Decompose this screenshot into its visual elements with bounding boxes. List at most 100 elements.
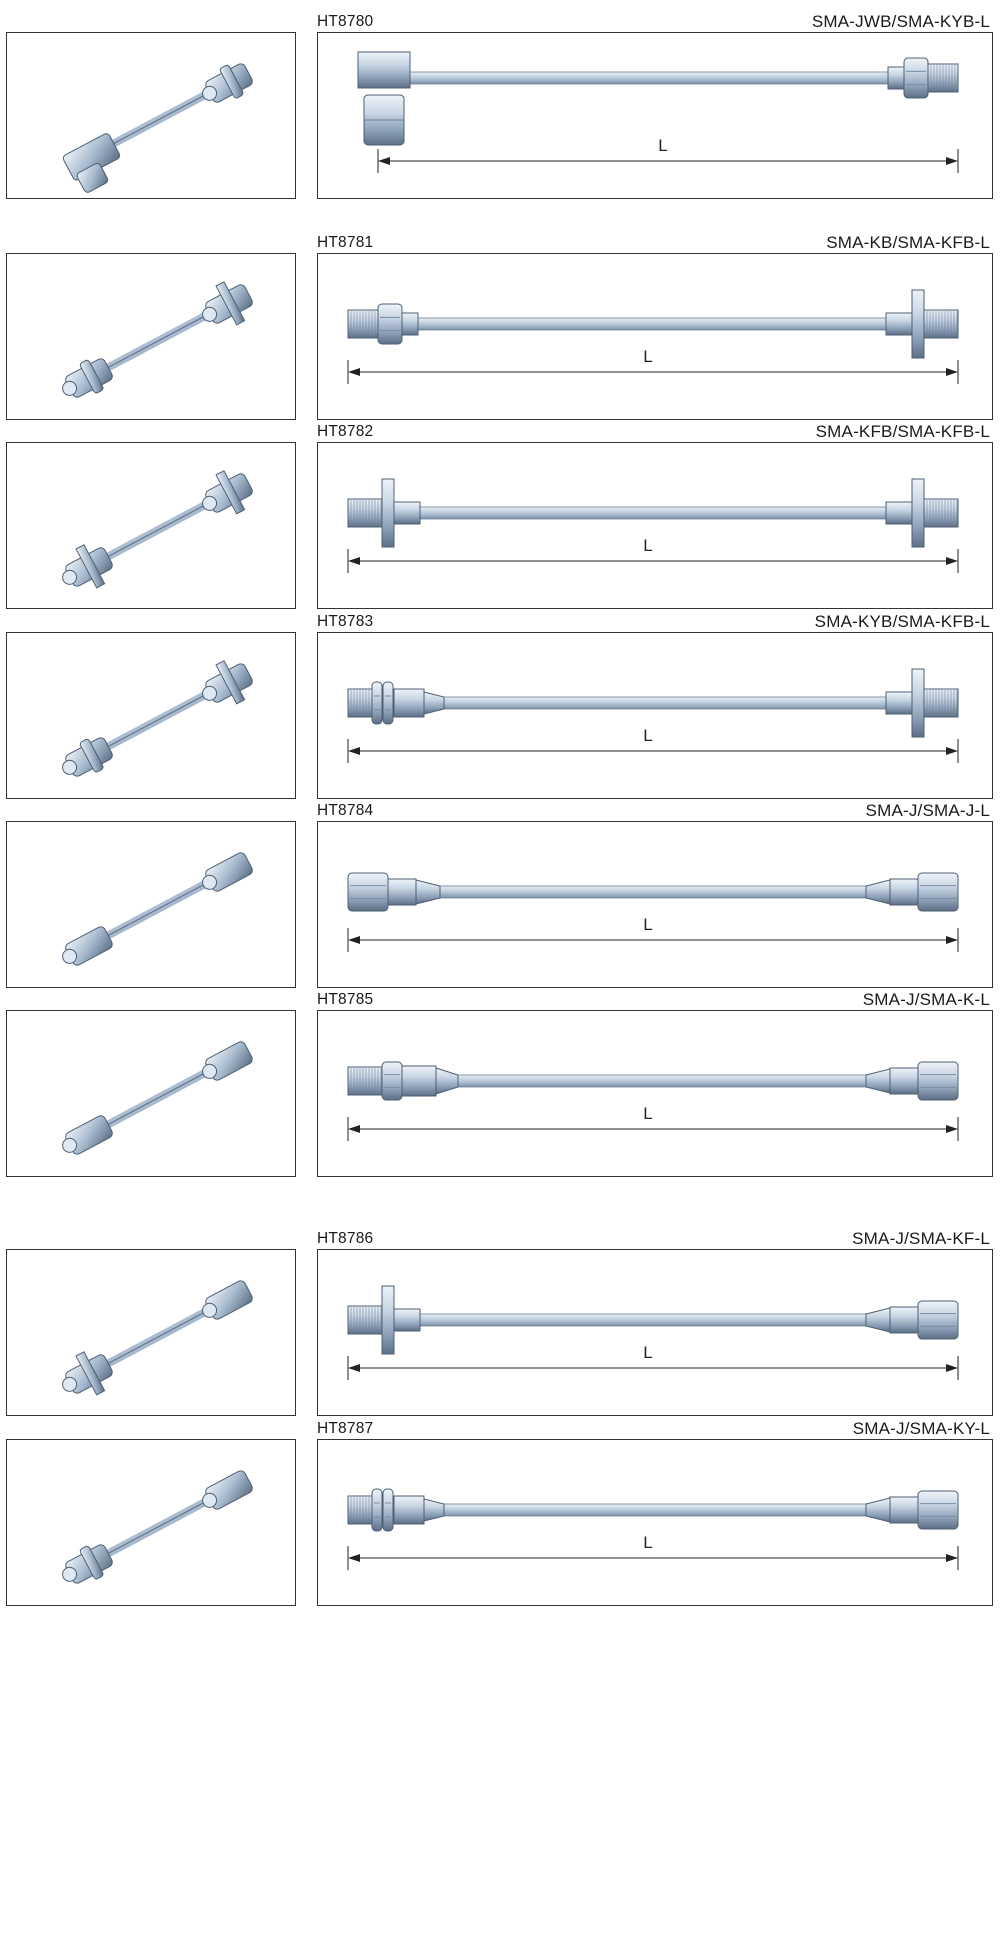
semi-rigid-cable [367, 696, 939, 710]
right-connector [885, 289, 959, 359]
semi-rigid-cable [367, 317, 939, 331]
model-designation: SMA-KB/SMA-KFB-L [826, 233, 990, 252]
cable-assembly-drawing: L [347, 1488, 959, 1570]
product-photo-frame [6, 1439, 296, 1606]
product-photo [62, 1280, 253, 1396]
part-code: HT8784 [317, 802, 374, 819]
left-connector [347, 872, 441, 912]
thumbnail-illustration [62, 1470, 253, 1584]
thumbnail-illustration [62, 470, 253, 589]
thumbnail-illustration [62, 63, 253, 193]
length-label: L [643, 536, 652, 555]
cable-assembly-drawing: L [347, 478, 959, 573]
dimension-line [347, 928, 959, 952]
model-designation: SMA-JWB/SMA-KYB-L [811, 12, 990, 31]
right-connector [885, 668, 959, 738]
dimension-line [347, 1117, 959, 1141]
catalog-entry: HT8784 SMA-J/SMA-J-L L [0, 801, 1000, 988]
left-connector [347, 1285, 421, 1355]
model-designation: SMA-J/SMA-KF-L [852, 1229, 990, 1248]
length-label: L [643, 915, 652, 934]
part-code: HT8787 [317, 1420, 374, 1437]
dimension-drawing-frame: L [317, 632, 993, 799]
dimension-line [347, 360, 959, 384]
length-label: L [643, 1104, 652, 1123]
part-code: HT8783 [317, 613, 374, 630]
part-code: HT8782 [317, 423, 374, 440]
catalog-entry: HT8782 SMA-KFB/SMA-KFB-L L [0, 422, 1000, 609]
catalog-entry: HT8786 SMA-J/SMA-KF-L L [0, 1229, 1000, 1416]
semi-rigid-cable [367, 885, 939, 899]
left-connector [347, 681, 445, 725]
catalog-entry: HT8783 SMA-KYB/SMA-KFB-L L [0, 612, 1000, 799]
model-designation: SMA-KYB/SMA-KFB-L [814, 612, 990, 631]
model-designation: SMA-J/SMA-K-L [862, 990, 990, 1009]
dimension-drawing-frame: L [317, 1439, 993, 1606]
semi-rigid-cable [367, 506, 939, 520]
dimension-line [347, 1546, 959, 1570]
right-connector [865, 1300, 959, 1340]
catalog-entry: HT8785 SMA-J/SMA-K-L L [0, 990, 1000, 1177]
model-designation: SMA-J/SMA-KY-L [852, 1419, 990, 1438]
product-photo [62, 1470, 253, 1584]
left-connector [347, 303, 419, 345]
right-connector [865, 872, 959, 912]
part-code: HT8780 [317, 13, 374, 30]
cable-assembly-drawing: L [357, 51, 959, 173]
cable-assembly-drawing: L [347, 668, 959, 763]
product-photo-frame [6, 821, 296, 988]
product-photo [62, 852, 253, 966]
right-connector [887, 57, 959, 99]
product-photo-frame [6, 32, 296, 199]
model-designation: SMA-J/SMA-J-L [865, 801, 990, 820]
right-connector [885, 478, 959, 548]
dimension-line [347, 1356, 959, 1380]
model-designation: SMA-KFB/SMA-KFB-L [815, 422, 990, 441]
cable-assembly-drawing: L [347, 289, 959, 384]
dimension-drawing-frame: L [317, 1010, 993, 1177]
product-photo [62, 660, 253, 777]
product-photo-frame [6, 1249, 296, 1416]
right-connector [865, 1061, 959, 1101]
left-connector [357, 51, 411, 146]
product-photo [62, 1041, 253, 1155]
product-photo [62, 63, 253, 193]
thumbnail-illustration [62, 852, 253, 966]
product-photo-frame [6, 253, 296, 420]
thumbnail-illustration [62, 660, 253, 777]
part-code: HT8786 [317, 1230, 374, 1247]
dimension-line [347, 739, 959, 763]
product-photo [62, 281, 253, 398]
right-connector [865, 1490, 959, 1530]
dimension-line [347, 549, 959, 573]
catalog-entry: HT8787 SMA-J/SMA-KY-L L [0, 1419, 1000, 1606]
dimension-line [377, 149, 959, 173]
catalog-entry: HT8780 SMA-JWB/SMA-KYB-L L [0, 12, 1000, 199]
semi-rigid-cable [377, 71, 939, 85]
left-connector [347, 478, 421, 548]
thumbnail-illustration [62, 1041, 253, 1155]
length-label: L [658, 136, 667, 155]
dimension-drawing-frame: L [317, 821, 993, 988]
left-connector [347, 1061, 459, 1101]
left-connector [347, 1488, 445, 1532]
product-photo-frame [6, 632, 296, 799]
dimension-drawing-frame: L [317, 253, 993, 420]
dimension-drawing-frame: L [317, 442, 993, 609]
dimension-drawing-frame: L [317, 32, 993, 199]
length-label: L [643, 1533, 652, 1552]
product-photo [62, 470, 253, 589]
length-label: L [643, 347, 652, 366]
length-label: L [643, 1343, 652, 1362]
cable-assembly-drawing: L [347, 872, 959, 952]
cable-assembly-drawing: L [347, 1285, 959, 1380]
product-photo-frame [6, 1010, 296, 1177]
cable-assembly-drawing: L [347, 1061, 959, 1141]
thumbnail-illustration [62, 281, 253, 398]
thumbnail-illustration [62, 1280, 253, 1396]
product-photo-frame [6, 442, 296, 609]
semi-rigid-cable [367, 1313, 939, 1327]
part-code: HT8785 [317, 991, 374, 1008]
dimension-drawing-frame: L [317, 1249, 993, 1416]
